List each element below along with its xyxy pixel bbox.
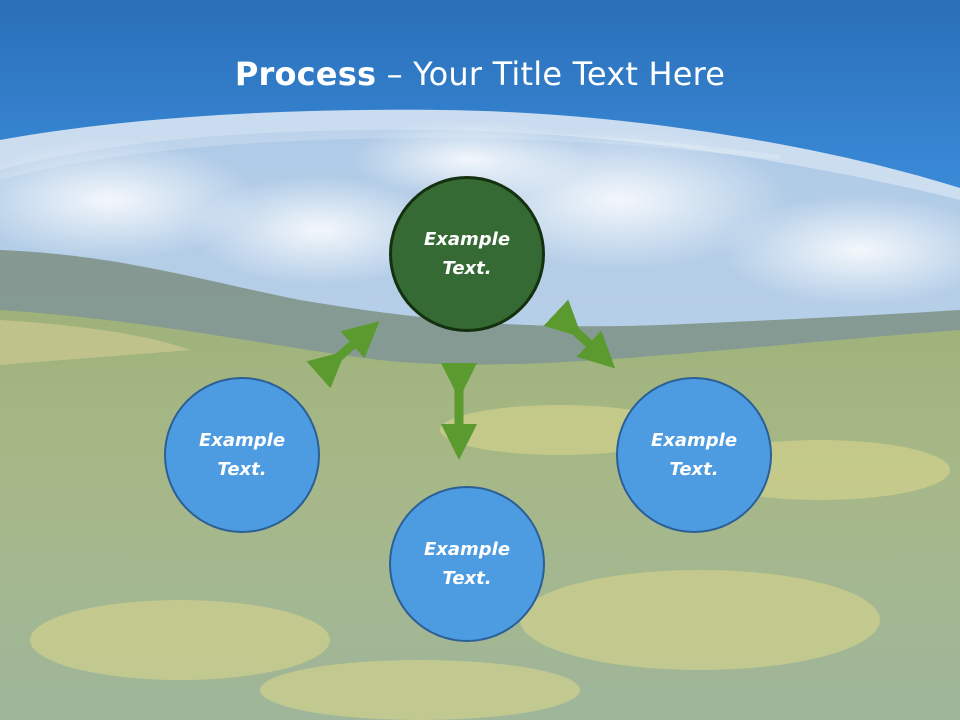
process-node-right: Example Text.	[616, 377, 772, 533]
process-node-bottom: Example Text.	[389, 486, 545, 642]
process-node-center: Example Text.	[389, 176, 545, 332]
title-rest: – Your Title Text Here	[376, 55, 726, 93]
node-right-label: Example Text.	[650, 430, 738, 480]
node-left-label: Example Text.	[198, 430, 286, 480]
node-center-label: Example Text.	[423, 229, 511, 279]
title-bold: Process	[234, 55, 377, 93]
process-node-left: Example Text.	[164, 377, 320, 533]
node-bottom-label: Example Text.	[423, 539, 511, 589]
page-title: Process – Your Title Text Here	[0, 48, 960, 100]
